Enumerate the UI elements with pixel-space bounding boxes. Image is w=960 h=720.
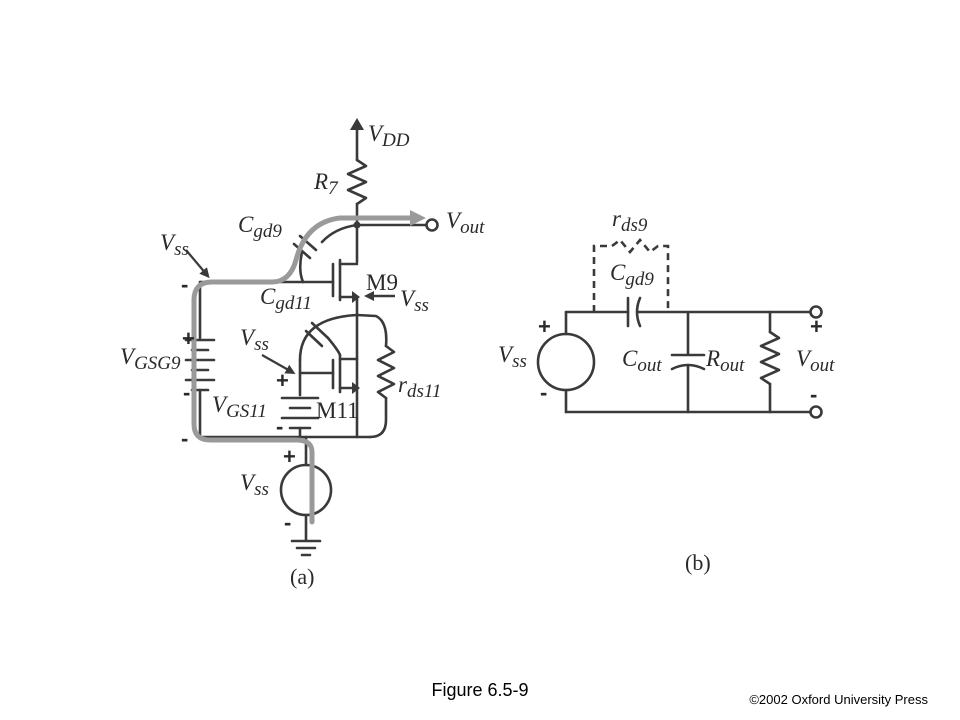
b-rout-resistor: [759, 330, 781, 386]
panel-label-b: (b): [685, 550, 711, 575]
cgd11-plate-bottom: [304, 329, 324, 348]
vout-terminal-a: [425, 218, 439, 232]
vgs11-label: VGS11: [212, 392, 267, 422]
vss-src-plus: +: [283, 444, 296, 469]
b-cgd9-label: Cgd9: [610, 260, 654, 290]
b-vss-minus: -: [540, 380, 547, 405]
r7-label: R7: [313, 169, 339, 199]
b-vss-label: Vss: [498, 342, 527, 372]
vss-mid-label: Vss: [240, 325, 269, 355]
vgsg9-label: VGSG9: [120, 344, 181, 374]
bottom-left-minus: -: [181, 426, 188, 451]
circuit-b: rds9 Cgd9 Vss Cout Rout Vout + - + - (b): [498, 206, 835, 575]
b-vout-label: Vout: [796, 346, 835, 376]
vgs11-minus: -: [276, 414, 283, 439]
vdd-label: VDD: [368, 121, 410, 151]
vdd-arrow-icon: [350, 118, 364, 130]
cgd9-label: Cgd9: [238, 212, 282, 242]
figure-caption: Figure 6.5-9: [431, 680, 529, 700]
b-rout-label: Rout: [705, 346, 745, 376]
b-vout-plus-terminal: [809, 305, 823, 319]
vss-mid-arrow-icon: [261, 354, 296, 374]
rds11-label: rds11: [398, 372, 441, 402]
b-vout-minus: -: [810, 382, 817, 407]
r7-resistor: [346, 158, 368, 206]
vss-m9-label: Vss: [400, 286, 429, 316]
b-vout-plus: +: [810, 314, 823, 339]
signal-path: [191, 215, 415, 525]
vgsg9-plus: +: [182, 326, 195, 351]
rds11-bottom-wire: [368, 396, 388, 439]
cgd9-top-wire: [320, 223, 359, 244]
vgsg9-minus: -: [183, 380, 190, 405]
copyright-notice: ©2002 Oxford University Press: [749, 692, 928, 707]
rds11-resistor: [376, 344, 396, 400]
circuit-a: VDD R7 Vout Cgd9 Vss M9 Cgd11 Vss Vss VG…: [120, 118, 485, 589]
b-cout-label: Cout: [622, 346, 662, 376]
b-vss-plus: +: [538, 314, 551, 339]
vout-label-a: Vout: [446, 208, 485, 238]
vss-top-arrow-icon: [185, 249, 210, 279]
b-rds9-dashed: [592, 237, 670, 312]
vss-top-label: Vss: [160, 230, 189, 260]
b-rds9-label: rds9: [612, 206, 648, 236]
panel-label-a: (a): [290, 564, 314, 589]
m11-source-arrow-icon: [352, 382, 360, 394]
vss-src-label: Vss: [240, 470, 269, 500]
vgsg9-top-minus: -: [181, 272, 188, 297]
cgd9-bottom-wire: [298, 250, 305, 284]
vss-source-circle: [279, 463, 333, 517]
vss-src-minus: -: [284, 510, 291, 535]
m11-label: M11: [316, 398, 359, 423]
cgd11-label: Cgd11: [260, 284, 312, 314]
signal-path-arrow-icon: [410, 210, 426, 226]
cgd11-wire: [326, 336, 342, 357]
b-vout-minus-terminal: [809, 405, 823, 419]
m9-label: M9: [366, 270, 398, 295]
vgs11-plus: +: [276, 368, 289, 393]
cgd11-plate-top: [310, 321, 330, 340]
